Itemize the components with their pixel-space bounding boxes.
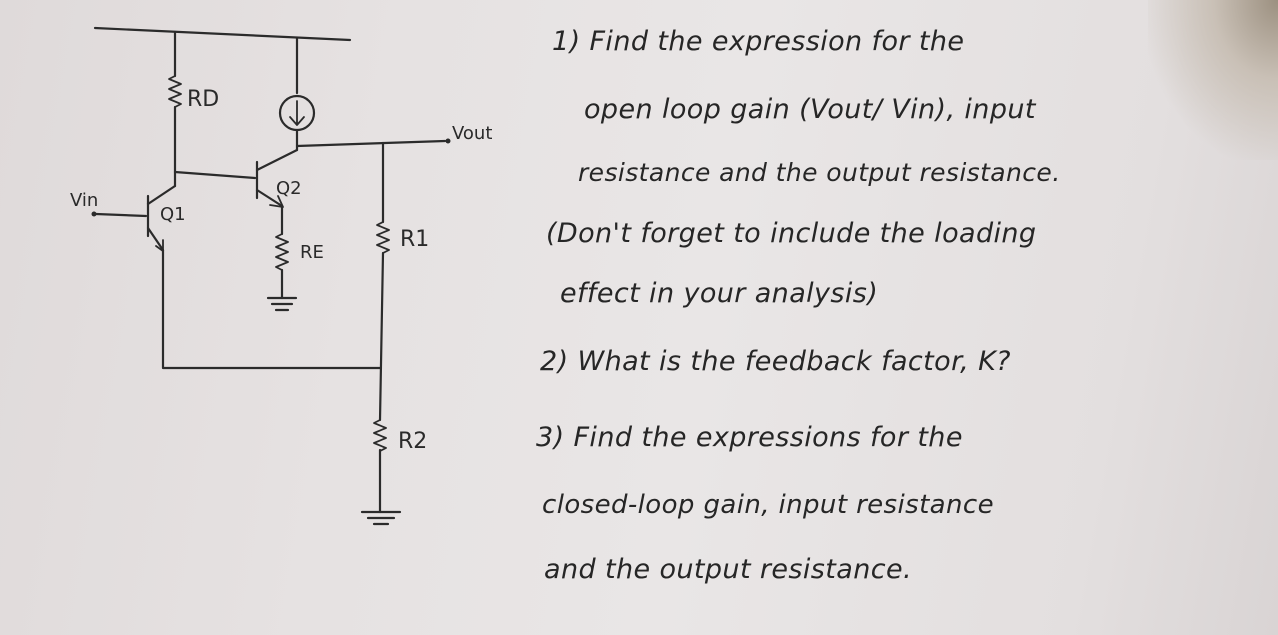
note-line-1: 1) Find the expression for the xyxy=(552,26,965,57)
r1-resistor xyxy=(376,221,390,254)
re-resistor xyxy=(275,233,289,271)
re-ground xyxy=(266,296,298,312)
note-line-6: 2) What is the feedback factor, K? xyxy=(540,346,1011,377)
r1-wire-bottom xyxy=(378,251,385,422)
q2-collector xyxy=(255,148,299,172)
note-line-3: resistance and the output resistance. xyxy=(578,158,1061,187)
rd-resistor xyxy=(168,75,182,108)
q2-emitter xyxy=(255,188,284,208)
note-line-5: effect in your analysis) xyxy=(560,278,879,309)
q2-label: Q2 xyxy=(276,178,302,199)
vout-terminal xyxy=(445,138,451,144)
q1-label: Q1 xyxy=(160,204,186,225)
r2-label: R2 xyxy=(398,429,427,454)
note-line-9: and the output resistance. xyxy=(544,554,912,585)
vin-terminal xyxy=(91,211,97,217)
q1-collector xyxy=(146,184,177,206)
q1-base-wire xyxy=(94,212,148,218)
shadow-corner xyxy=(1148,0,1278,160)
rd-label: RD xyxy=(187,87,219,112)
r1-label: R1 xyxy=(400,227,429,252)
note-line-7: 3) Find the expressions for the xyxy=(536,422,963,453)
q1-emitter xyxy=(146,226,165,252)
r2-resistor xyxy=(373,419,387,452)
circuit-diagram: RD Vout Q2 RE Vin Q1 R1 R2 xyxy=(70,26,492,526)
supply-rail xyxy=(93,26,352,42)
current-source-arrow xyxy=(289,100,305,126)
note-line-4: (Don't forget to include the loading xyxy=(546,218,1037,249)
note-line-8: closed-loop gain, input resistance xyxy=(542,490,994,520)
q1-emitter-wire xyxy=(161,248,382,370)
vout-wire xyxy=(295,139,447,148)
re-label: RE xyxy=(300,242,324,263)
q2-base-wire xyxy=(173,170,257,180)
note-line-2: open loop gain (Vout/ Vin), input xyxy=(584,94,1036,125)
r2-ground xyxy=(360,510,402,526)
vin-label: Vin xyxy=(70,190,98,211)
vout-label: Vout xyxy=(452,123,492,144)
